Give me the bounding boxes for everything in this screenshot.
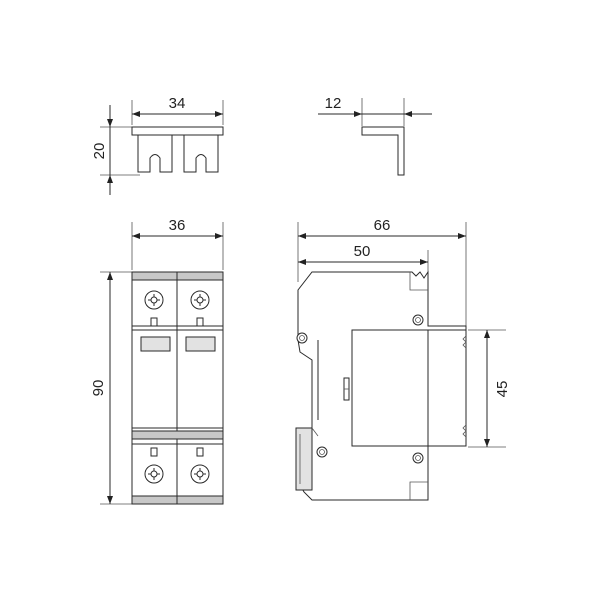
screw-icon	[190, 464, 210, 484]
dim-front-face-height: 45	[494, 381, 511, 398]
dim-bridge-profile-width: 12	[325, 95, 342, 112]
busbar-front-view: 34 20	[91, 95, 224, 195]
module-side-view: 66 50 45	[295, 217, 511, 501]
dim-module-height: 90	[90, 380, 107, 397]
dim-side-depth-total: 66	[374, 217, 391, 234]
busbar-side-view: 12	[318, 95, 432, 176]
screw-icon	[144, 290, 164, 310]
dim-module-width: 36	[169, 217, 186, 234]
screw-icon	[144, 464, 164, 484]
dim-side-depth-front: 50	[354, 243, 371, 260]
screw-icon	[190, 290, 210, 310]
dim-bridge-height: 20	[91, 143, 108, 160]
module-front-view: 36 90	[90, 217, 224, 505]
dim-bridge-width: 34	[169, 95, 186, 112]
